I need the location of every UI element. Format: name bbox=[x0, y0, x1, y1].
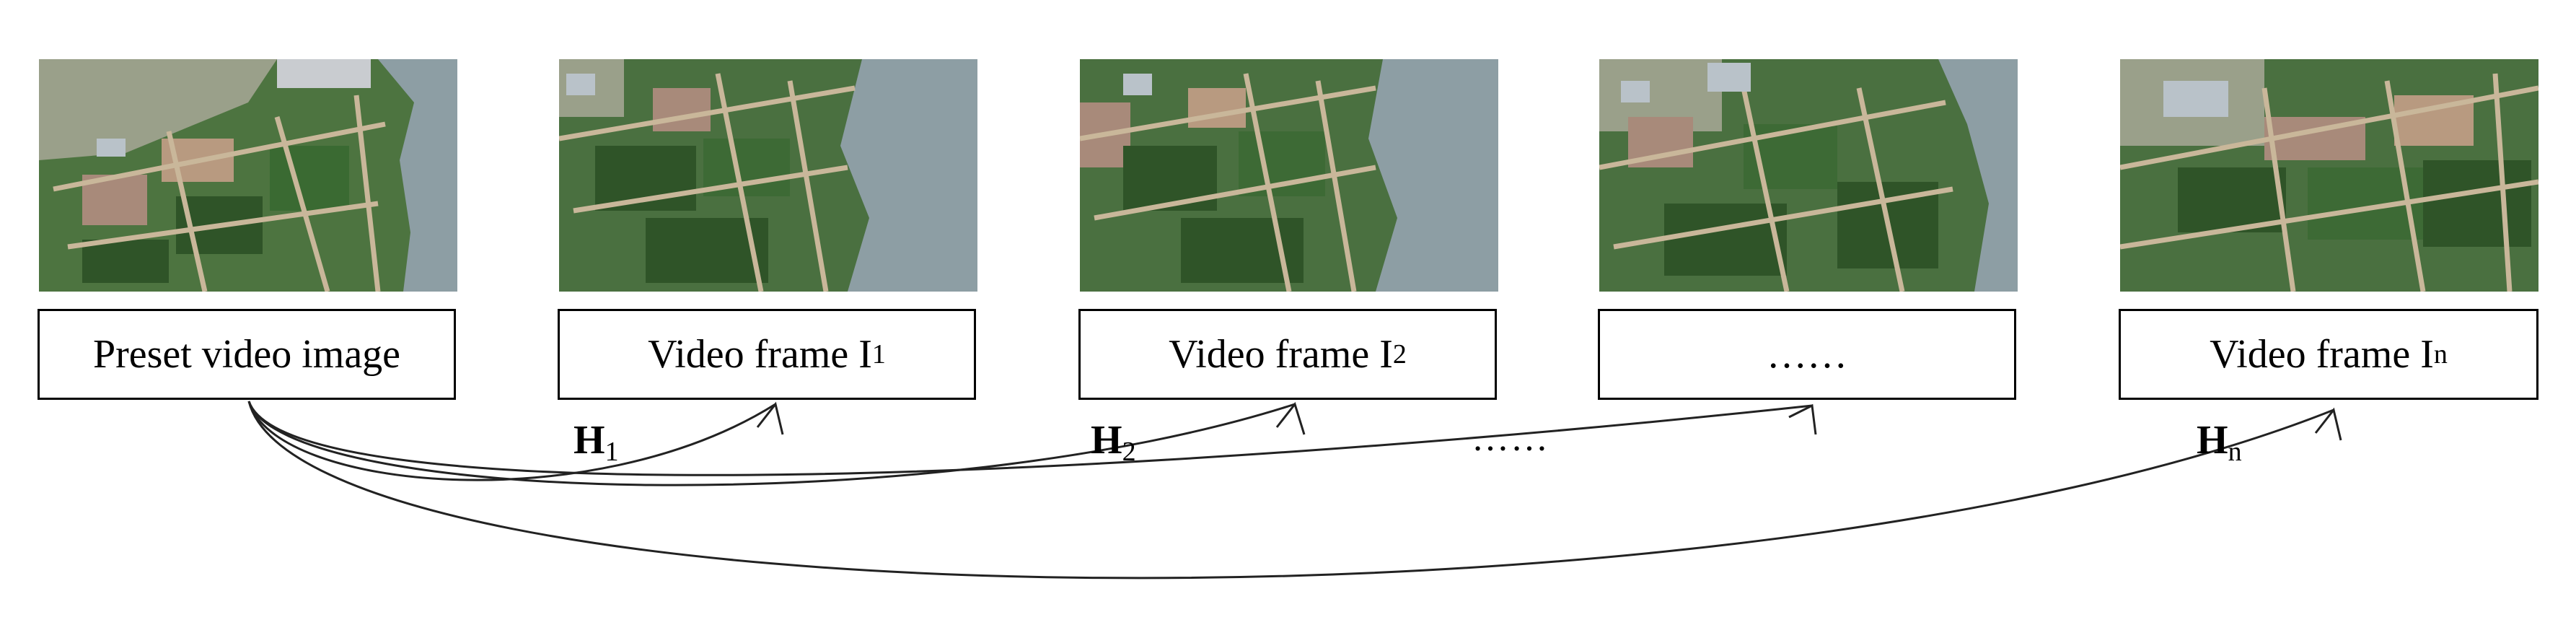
arrow-hn-head bbox=[2314, 407, 2342, 441]
video-frame-n-thumbnail bbox=[2120, 59, 2538, 292]
preset-video-image-label: Preset video image bbox=[38, 309, 456, 400]
homography-hn-label: Hn bbox=[2197, 418, 2242, 467]
arrow-hdots bbox=[247, 401, 1813, 476]
video-frame-1-thumbnail bbox=[559, 59, 977, 292]
arrow-hdots-head bbox=[1788, 403, 1817, 435]
arrow-h2 bbox=[247, 401, 1296, 486]
video-frame-dots-label: …… bbox=[1598, 309, 2016, 400]
arrow-h1-head bbox=[756, 401, 784, 435]
arrow-hn bbox=[247, 401, 2334, 580]
homography-h1-label: H1 bbox=[573, 418, 619, 467]
arrow-h2-head bbox=[1275, 401, 1306, 435]
arrow-h1 bbox=[247, 401, 776, 481]
video-frame-dots-thumbnail bbox=[1599, 59, 2018, 292]
homography-h2-label: H2 bbox=[1091, 418, 1136, 467]
preset-video-image-thumbnail bbox=[39, 59, 457, 292]
homography-dots-label: …… bbox=[1472, 418, 1549, 459]
video-frame-2-thumbnail bbox=[1080, 59, 1498, 292]
